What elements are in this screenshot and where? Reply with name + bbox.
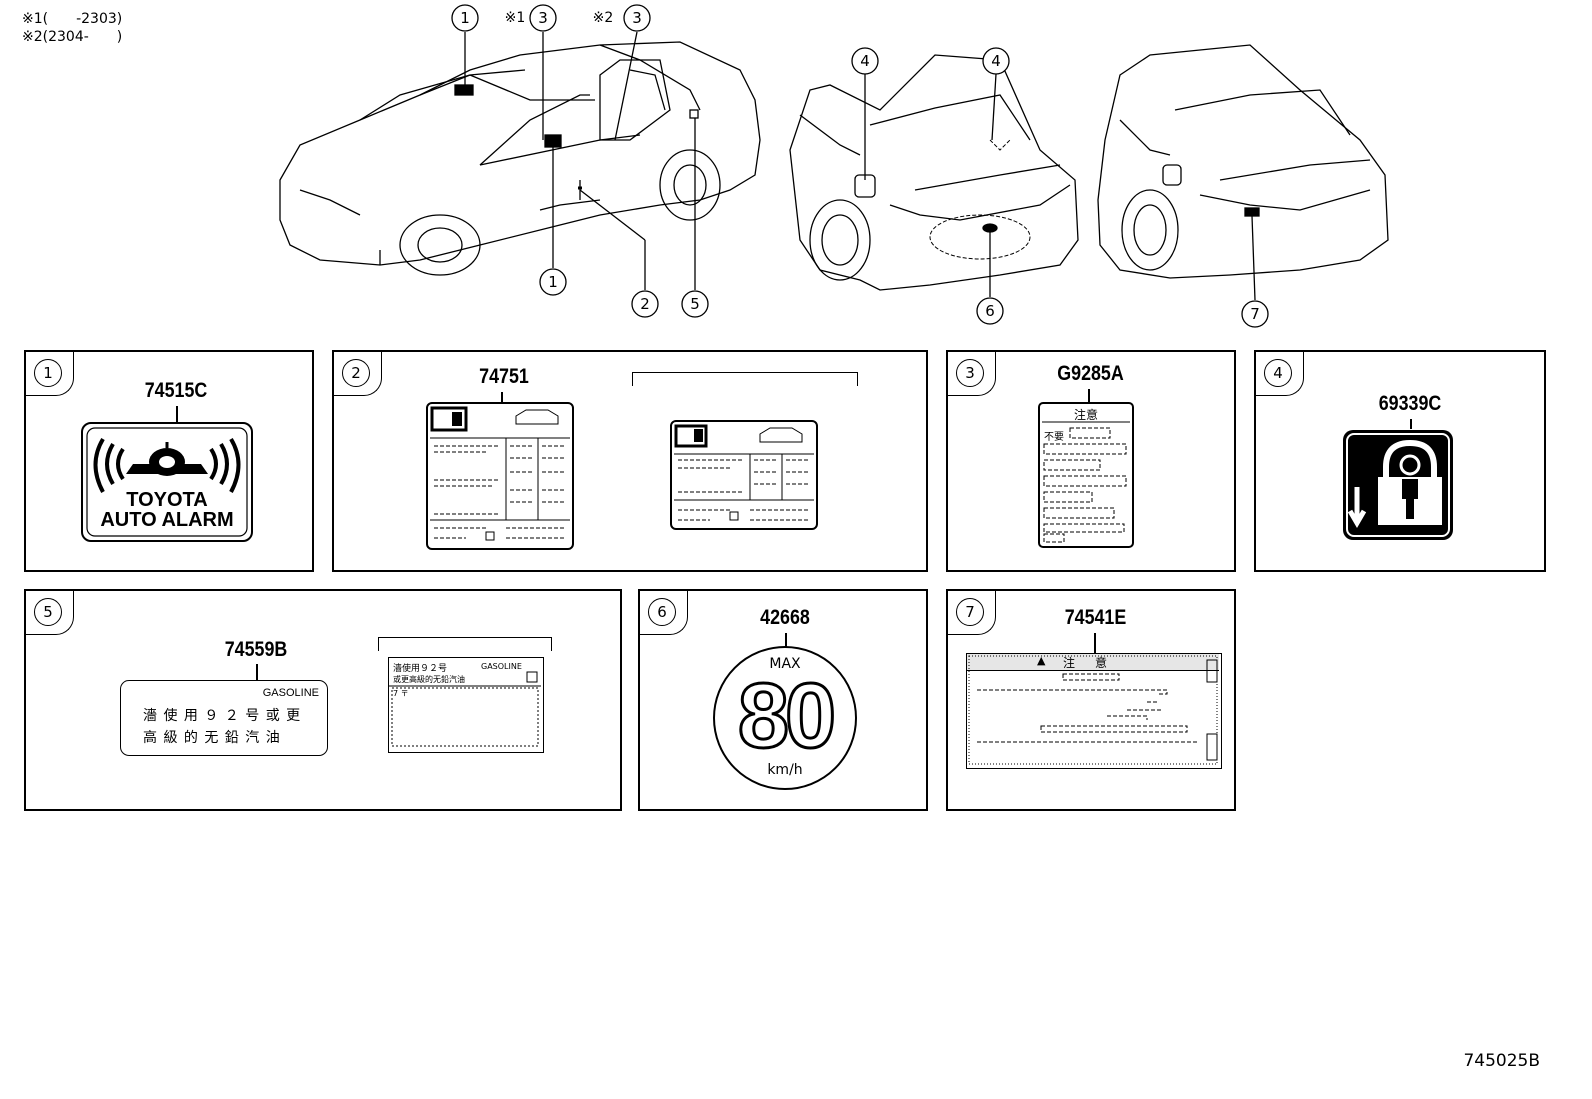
panel-index: 7 — [956, 598, 984, 626]
caution-sticker-wide: ▲ 注 意 — [966, 653, 1222, 769]
svg-text:1: 1 — [460, 9, 470, 27]
mini-line4: 7 〒 — [393, 689, 409, 698]
svg-text:3: 3 — [538, 9, 548, 27]
panel-index: 3 — [956, 359, 984, 387]
child-lock-icon — [1343, 430, 1453, 540]
car-rear-view-2 — [1097, 44, 1389, 279]
panel-7-caution-label: 7 74541E ▲ 注 意 — [946, 589, 1236, 811]
fuel-line2: 高 級 的 无 鉛 汽 油 — [143, 730, 281, 746]
panel-index: 4 — [1264, 359, 1292, 387]
svg-text:4: 4 — [991, 52, 1001, 70]
tire-info-sticker-small — [670, 420, 818, 530]
callout-3a: 3 — [529, 4, 557, 32]
part-number: 74751 — [479, 365, 529, 388]
warning-triangle-icon: ▲ — [1037, 654, 1046, 667]
svg-text:2: 2 — [640, 295, 650, 313]
panel-index: 5 — [34, 598, 62, 626]
caution-sticker: 注意 不要 — [1038, 402, 1134, 548]
fuel-sticker: GASOLINE 濇 使 用 ９ ２ 号 或 更 高 級 的 无 鉛 汽 油 — [120, 680, 328, 756]
part-number: 74541E — [1064, 606, 1127, 629]
sticker-text-line2: AUTO ALARM — [100, 509, 234, 531]
legend-note-2: ※2(2304- ) — [22, 29, 123, 45]
speed-unit-text: km/h — [767, 762, 803, 778]
panel-4-child-lock-label: 4 69339C — [1254, 350, 1546, 572]
callout-1-bottom: 1 — [539, 268, 567, 296]
callout-4b: 4 — [982, 47, 1010, 75]
svg-text:5: 5 — [690, 295, 700, 313]
car-front-view — [279, 41, 761, 276]
panel-6-speed-label: 6 42668 MAX 80 km/h — [638, 589, 928, 811]
part-number: 74515C — [144, 379, 208, 402]
fuel-sticker-variant: 濇使用９２号 GASOLINE 或更高級的无鉛汽油 7 〒 — [388, 657, 544, 753]
svg-text:4: 4 — [860, 52, 870, 70]
callout-leaders — [464, 31, 1256, 301]
alarm-sticker: TOYOTA AUTO ALARM — [81, 422, 253, 542]
panel-index: 6 — [648, 598, 676, 626]
legend: ※1( -2303) ※2(2304- ) — [22, 10, 122, 46]
callout-2: 2 — [631, 290, 659, 318]
callout-4a: 4 — [851, 47, 879, 75]
document-id: 745025B — [1463, 1051, 1540, 1071]
car-rear-view-1 — [789, 54, 1079, 291]
speed-max-text: MAX — [769, 656, 801, 672]
mini-line2: GASOLINE — [481, 662, 522, 671]
variant-bracket — [632, 372, 858, 386]
svg-text:6: 6 — [985, 302, 995, 320]
variant-bracket — [378, 637, 552, 651]
panel-index: 1 — [34, 359, 62, 387]
sticker-small-text: 不要 — [1044, 432, 1064, 443]
mini-line1: 濇使用９２号 — [393, 664, 448, 674]
svg-text:7: 7 — [1250, 305, 1260, 323]
mini-line3: 或更高級的无鉛汽油 — [393, 675, 465, 684]
speed-limit-sticker: MAX 80 km/h — [713, 646, 857, 790]
part-number: 74559B — [224, 638, 288, 661]
callout-5: 5 — [681, 290, 709, 318]
sticker-text-line1: TOYOTA — [126, 489, 208, 511]
svg-text:1: 1 — [548, 273, 558, 291]
panel-2-info-label: 2 74751 — [332, 350, 928, 572]
callout-1-top: 1 — [451, 4, 479, 32]
part-number: 42668 — [760, 606, 810, 629]
panel-5-fuel-label: 5 74559B GASOLINE 濇 使 用 ９ ２ 号 或 更 高 級 的 … — [24, 589, 622, 811]
callout-7: 7 — [1241, 300, 1269, 328]
vehicle-illustrations: 1 ※1 3 ※2 3 1 2 5 4 4 6 7 — [279, 4, 1389, 328]
speed-value-text: 80 — [736, 665, 837, 768]
fuel-type-text: GASOLINE — [262, 687, 319, 699]
legend-note-1: ※1( -2303) — [22, 11, 123, 27]
fuel-line1: 濇 使 用 ９ ２ 号 或 更 — [143, 708, 302, 724]
tire-info-sticker-large — [426, 402, 574, 550]
sticker-heading: 注意 — [1073, 408, 1098, 422]
alarm-siren-icon — [86, 427, 248, 537]
callout-circles: 1 ※1 3 ※2 3 1 2 5 4 4 6 7 — [451, 4, 1269, 328]
sticker-heading: 注 意 — [1063, 656, 1112, 670]
panel-1-auto-alarm-label: 1 74515C TOYOTA AUTO ALARM — [24, 350, 314, 572]
callout-mark-2: ※2 — [593, 10, 614, 26]
callout-6: 6 — [976, 297, 1004, 325]
callout-mark-1: ※1 — [505, 10, 526, 26]
panel-index: 2 — [342, 359, 370, 387]
svg-text:3: 3 — [632, 9, 642, 27]
part-number: G9285A — [1057, 362, 1124, 385]
panel-3-caution-label: 3 G9285A 注意 不要 — [946, 350, 1236, 572]
part-number: 69339C — [1378, 392, 1442, 415]
callout-3b: 3 — [623, 4, 651, 32]
